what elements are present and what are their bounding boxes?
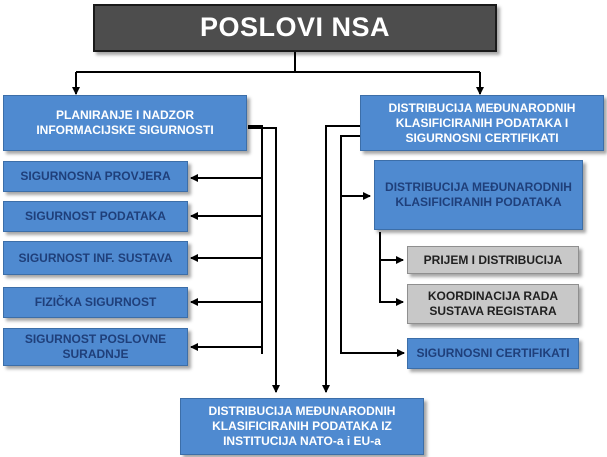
certificates-box: SIGURNOSNI CERTIFIKATI [407, 338, 579, 369]
left-child-label: SIGURNOST POSLOVNE SURADNJE [24, 332, 167, 361]
right-sub-title: DISTRIBUCIJA MEĐUNARODNIH KLASIFICIRANIH… [385, 180, 572, 209]
sub-child-box: PRIJEM I DISTRIBUCIJA [407, 246, 579, 274]
root-title: POSLOVI NSA [199, 12, 391, 43]
bottom-title: DISTRIBUCIJA MEĐUNARODNIH KLASIFICIRANIH… [208, 404, 396, 448]
left-child-box: SIGURNOST INF. SUSTAVA [3, 241, 188, 275]
left-child-box: SIGURNOSNA PROVJERA [3, 161, 188, 192]
right-branch-title: DISTRIBUCIJA MEĐUNARODNIH KLASIFICIRANIH… [388, 100, 576, 145]
sub-child-label: KOORDINACIJA RADA SUSTAVA REGISTARA [427, 289, 559, 318]
bottom-box: DISTRIBUCIJA MEĐUNARODNIH KLASIFICIRANIH… [180, 398, 424, 455]
left-child-box: SIGURNOST POSLOVNE SURADNJE [3, 328, 188, 366]
left-child-label: SIGURNOST PODATAKA [25, 209, 166, 223]
certificates-label: SIGURNOSNI CERTIFIKATI [416, 346, 570, 360]
root-title-box: POSLOVI NSA [93, 4, 497, 52]
left-branch-box: PLANIRANJE I NADZOR INFORMACIJSKE SIGURN… [3, 95, 247, 151]
left-child-box: FIZIČKA SIGURNOST [3, 287, 188, 318]
left-child-label: SIGURNOST INF. SUSTAVA [18, 250, 173, 265]
left-child-label: FIZIČKA SIGURNOST [34, 295, 157, 309]
sub-child-label: PRIJEM I DISTRIBUCIJA [423, 252, 563, 267]
left-child-label: SIGURNOSNA PROVJERA [20, 169, 171, 183]
right-sub-box: DISTRIBUCIJA MEĐUNARODNIH KLASIFICIRANIH… [374, 160, 583, 230]
sub-child-box: KOORDINACIJA RADA SUSTAVA REGISTARA [407, 284, 579, 324]
left-branch-title: PLANIRANJE I NADZOR INFORMACIJSKE SIGURN… [36, 108, 214, 137]
left-child-box: SIGURNOST PODATAKA [3, 201, 188, 232]
right-branch-box: DISTRIBUCIJA MEĐUNARODNIH KLASIFICIRANIH… [360, 95, 604, 151]
